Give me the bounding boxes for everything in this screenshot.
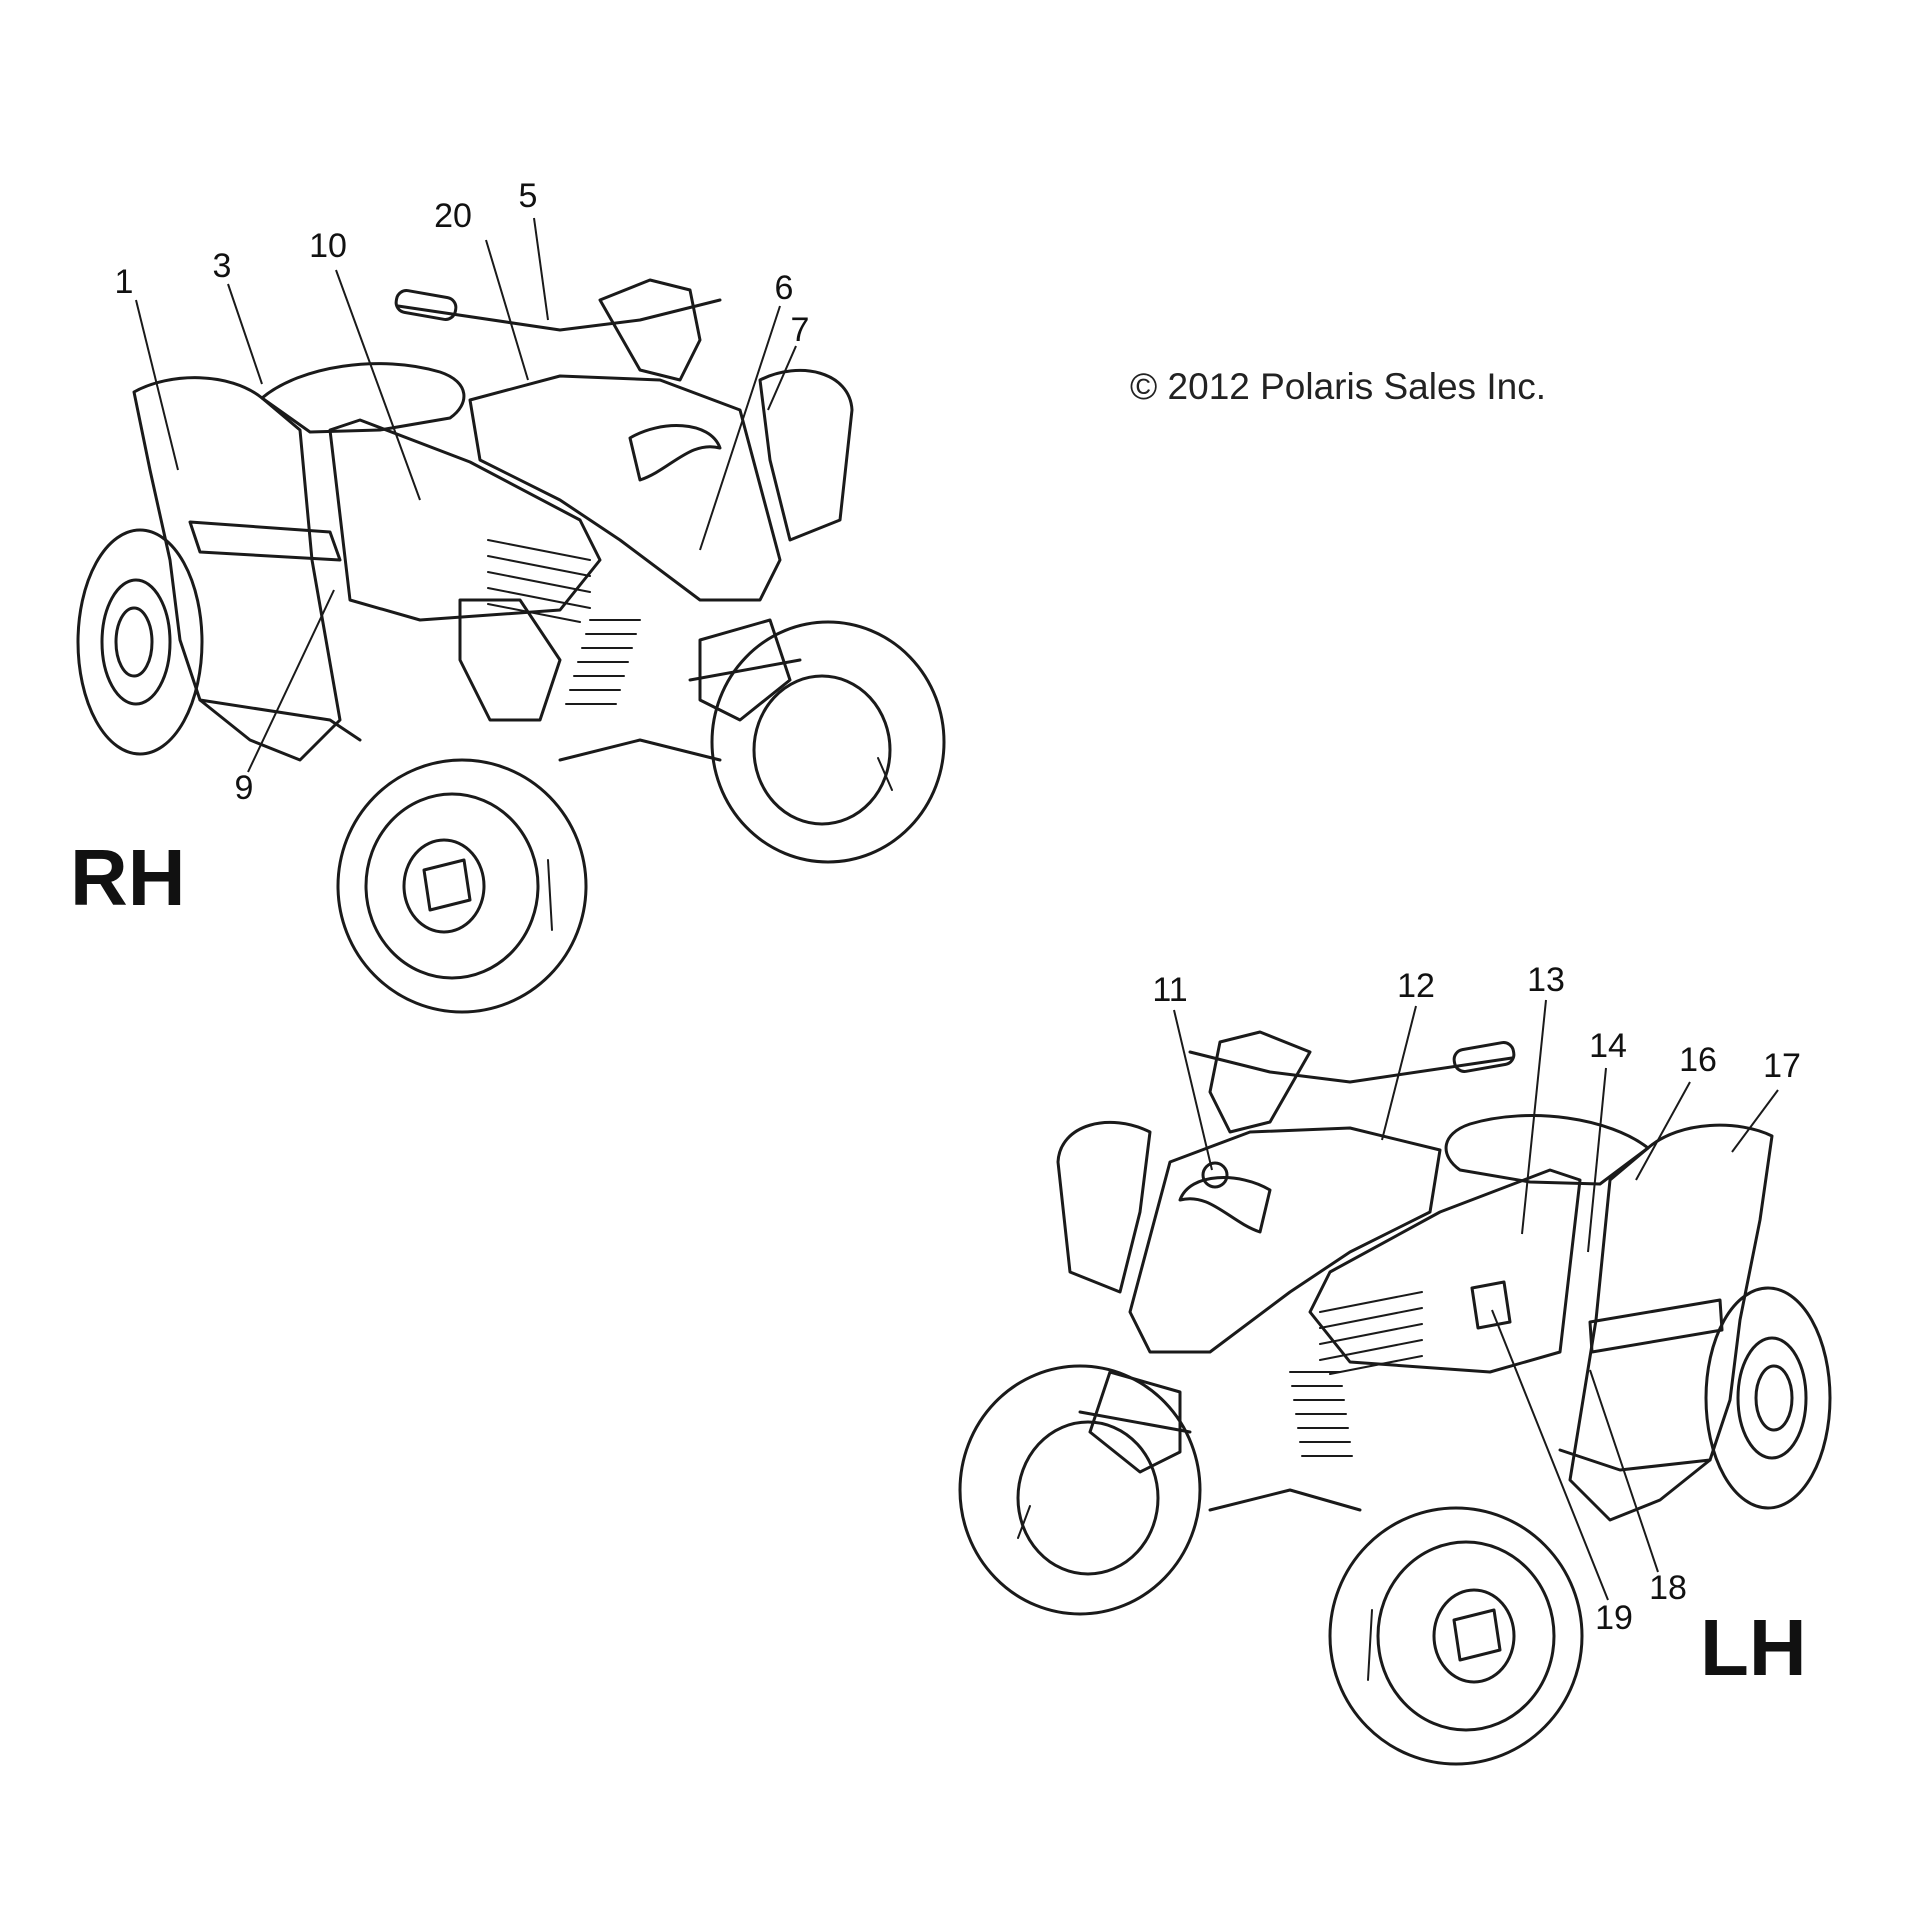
callout-20: 20	[434, 197, 472, 235]
copyright-notice: © 2012 Polaris Sales Inc.	[1130, 366, 1546, 407]
callout-1: 1	[114, 263, 134, 301]
callout-10: 10	[309, 227, 347, 265]
callout-14: 14	[1589, 1027, 1627, 1065]
callout-3: 3	[212, 247, 232, 285]
callout-17: 17	[1763, 1047, 1801, 1085]
atv-lh-drawing	[958, 1030, 1832, 1766]
callout-12: 12	[1397, 967, 1435, 1005]
callout-16: 16	[1679, 1041, 1717, 1079]
view-label-lh: LH	[1700, 1603, 1807, 1692]
callout-5: 5	[518, 177, 538, 215]
leader-lines	[135, 217, 1779, 1601]
callout-9: 9	[234, 769, 254, 807]
callout-11: 11	[1152, 971, 1188, 1009]
atv-rh-drawing	[76, 278, 946, 1014]
callout-18: 18	[1649, 1569, 1687, 1607]
callout-13: 13	[1527, 961, 1565, 999]
callout-6: 6	[774, 269, 794, 307]
callout-7: 7	[790, 311, 810, 349]
callout-19: 19	[1595, 1599, 1633, 1637]
view-label-rh: RH	[70, 833, 186, 922]
